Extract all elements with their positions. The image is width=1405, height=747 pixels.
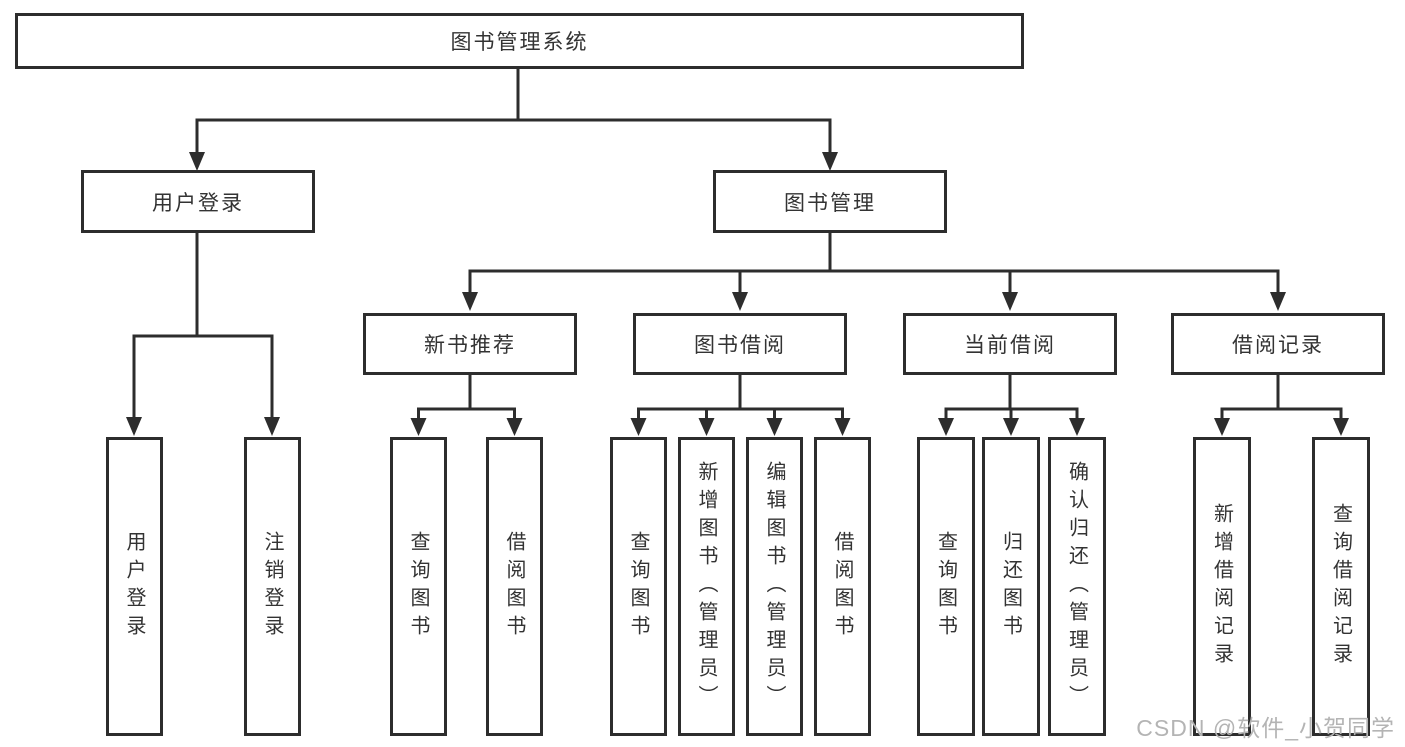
leaf-logout: 注销登录 [244, 437, 301, 736]
connectors-borrow-records [1214, 375, 1349, 436]
node-new-book-recommend: 新书推荐 [363, 313, 577, 375]
leaf-confirm-return-admin: 确认归还（管理员） [1048, 437, 1106, 736]
leaf-user-login: 用户登录 [106, 437, 163, 736]
node-system-root: 图书管理系统 [15, 13, 1024, 69]
leaf-borrow-books: 借阅图书 [814, 437, 871, 736]
leaf-current-query-books: 查询图书 [917, 437, 975, 736]
csdn-watermark: CSDN @软件_小贺同学 [1136, 715, 1395, 741]
leaf-recommend-query-books: 查询图书 [390, 437, 447, 736]
connectors-user-login [126, 233, 280, 436]
leaf-add-borrow-record: 新增借阅记录 [1193, 437, 1251, 736]
leaf-add-books-admin: 新增图书（管理员） [678, 437, 735, 736]
leaf-borrow-query-books: 查询图书 [610, 437, 667, 736]
connectors-new-book-recommend [410, 375, 523, 436]
leaf-return-books: 归还图书 [982, 437, 1040, 736]
connectors-book-borrow [630, 375, 851, 436]
leaf-edit-books-admin: 编辑图书（管理员） [746, 437, 803, 736]
connectors-current-borrow [938, 375, 1085, 436]
node-book-borrow: 图书借阅 [633, 313, 847, 375]
node-book-management: 图书管理 [713, 170, 947, 233]
connectors-book-management [462, 233, 1286, 311]
node-current-borrow: 当前借阅 [903, 313, 1117, 375]
node-user-login: 用户登录 [81, 170, 315, 233]
node-borrow-records: 借阅记录 [1171, 313, 1385, 375]
connectors-root [189, 69, 838, 171]
leaf-recommend-borrow-books: 借阅图书 [486, 437, 543, 736]
leaf-query-borrow-record: 查询借阅记录 [1312, 437, 1370, 736]
